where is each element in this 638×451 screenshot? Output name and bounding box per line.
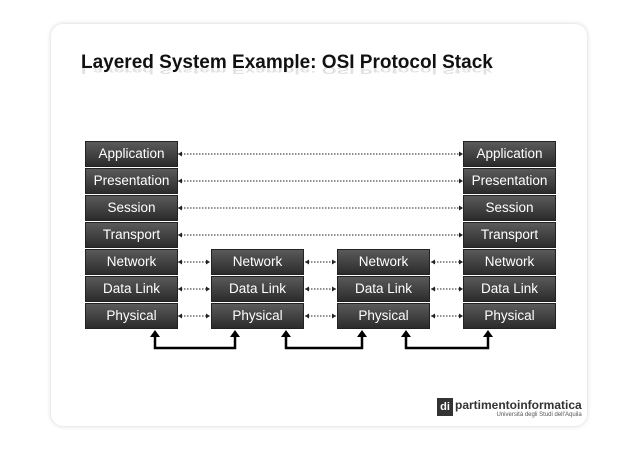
left-stack-network: Network [85,249,178,275]
right-stack-physical: Physical [463,303,556,329]
left-stack-application: Application [85,141,178,167]
logo-name: partimentoinformatica [455,398,582,412]
router2-network: Network [337,249,430,275]
right-stack-presentation: Presentation [463,168,556,194]
left-stack-physical: Physical [85,303,178,329]
left-stack-session: Session [85,195,178,221]
right-stack-session: Session [463,195,556,221]
physical-wire-2 [284,336,364,350]
right-stack-transport: Transport [463,222,556,248]
left-stack-data-link: Data Link [85,276,178,302]
logo-subtitle: Università degli Studi dell'Aquila [496,412,582,418]
department-logo: di partimentoinformatica Università degl… [437,398,582,420]
left-stack-transport: Transport [85,222,178,248]
logo-mark: di [437,398,453,416]
right-stack-network: Network [463,249,556,275]
slide-title: Layered System Example: OSI Protocol Sta… [81,52,493,73]
router2-data-link: Data Link [337,276,430,302]
left-stack-presentation: Presentation [85,168,178,194]
router2-physical: Physical [337,303,430,329]
router1-physical: Physical [211,303,304,329]
router1-data-link: Data Link [211,276,304,302]
physical-wire-3 [404,336,490,350]
logo-text: partimentoinformatica Università degli S… [455,398,582,419]
right-stack-data-link: Data Link [463,276,556,302]
router1-network: Network [211,249,304,275]
physical-wire-1 [153,336,237,350]
right-stack-application: Application [463,141,556,167]
